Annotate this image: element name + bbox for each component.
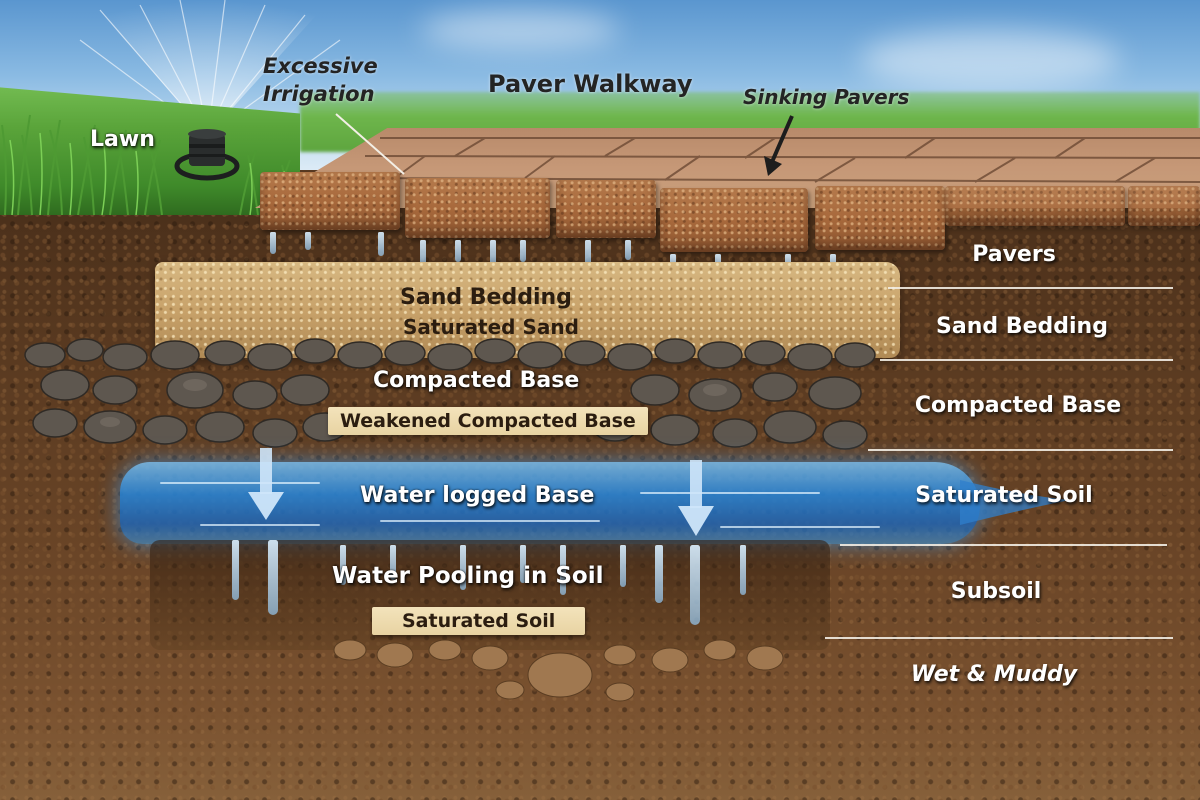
paver-block: [405, 178, 550, 238]
water-drip: [740, 545, 746, 595]
sinking-pavers-label: Sinking Pavers: [743, 85, 910, 109]
water-tail: [960, 480, 1070, 525]
paver-block: [260, 172, 400, 230]
compacted-base-label: Compacted Base: [373, 368, 580, 393]
pointer-arrow-icon: [764, 115, 794, 176]
sand-bedding-label: Sand Bedding: [400, 285, 572, 310]
cloud: [420, 10, 620, 50]
legend-subsoil: Subsoil: [950, 579, 1042, 604]
water-drip: [520, 240, 526, 262]
water-drip: [268, 540, 278, 615]
water-drip: [420, 240, 426, 266]
grass-blades: [1, 114, 293, 216]
water-drip: [305, 232, 311, 250]
water-drip: [625, 240, 631, 260]
irrigation-pointer-line: [335, 113, 405, 175]
paver-block: [556, 180, 656, 238]
water-drip: [460, 545, 466, 590]
water-drip: [690, 545, 700, 625]
paver-walkway-title: Paver Walkway: [488, 70, 693, 98]
water-logged-base-label: Water logged Base: [360, 483, 595, 508]
paver-block: [815, 186, 945, 250]
legend-divider: [825, 637, 1173, 639]
water-drip: [270, 232, 276, 254]
water-drip: [378, 232, 384, 256]
water-drip: [560, 545, 566, 595]
legend-compacted-base: Compacted Base: [914, 393, 1122, 418]
legend-pavers: Pavers: [972, 242, 1056, 267]
saturated-sand-label: Saturated Sand: [403, 315, 579, 339]
water-streak: [160, 482, 320, 484]
water-streak: [380, 520, 600, 522]
legend-divider: [840, 544, 1167, 546]
legend-saturated-soil: Saturated Soil: [915, 483, 1093, 508]
bottom-rocks: [333, 639, 784, 702]
paver-block: [660, 188, 808, 252]
cloud: [860, 30, 1120, 90]
down-arrow-icon: [248, 448, 284, 520]
excessive-irrigation-line2: Irrigation: [263, 82, 375, 106]
excessive-irrigation-line1: Excessive: [263, 54, 378, 78]
lawn-label: Lawn: [90, 127, 155, 152]
water-drip: [520, 545, 526, 583]
water-drip: [490, 240, 496, 266]
sprinkler-head-icon: [174, 129, 240, 181]
excessive-irrigation-label: Excessive Irrigation: [263, 52, 378, 108]
water-pooling-label: Water Pooling in Soil: [332, 563, 604, 589]
water-streak: [200, 524, 320, 526]
down-arrow-icon: [678, 460, 714, 536]
legend-divider: [868, 449, 1173, 451]
legend-wet-muddy: Wet & Muddy: [910, 662, 1078, 687]
water-streak: [720, 526, 880, 528]
legend-divider: [880, 359, 1173, 361]
water-drip: [340, 545, 346, 585]
water-drip: [655, 545, 663, 603]
water-drip: [585, 240, 591, 266]
saturated-soil-tag: Saturated Soil: [372, 607, 586, 635]
paver-block: [1128, 186, 1200, 226]
weakened-compacted-base-tag: Weakened Compacted Base: [328, 407, 648, 435]
water-drip: [455, 240, 461, 262]
water-streak: [640, 492, 820, 494]
compacted-base-gravel: [24, 338, 876, 450]
water-drip: [390, 545, 396, 580]
water-drip: [232, 540, 239, 600]
water-drip: [620, 545, 626, 587]
sand-bedding-layer: [155, 262, 900, 358]
legend-sand-bedding: Sand Bedding: [936, 314, 1108, 339]
legend-divider: [888, 287, 1173, 289]
paver-block: [945, 186, 1125, 226]
